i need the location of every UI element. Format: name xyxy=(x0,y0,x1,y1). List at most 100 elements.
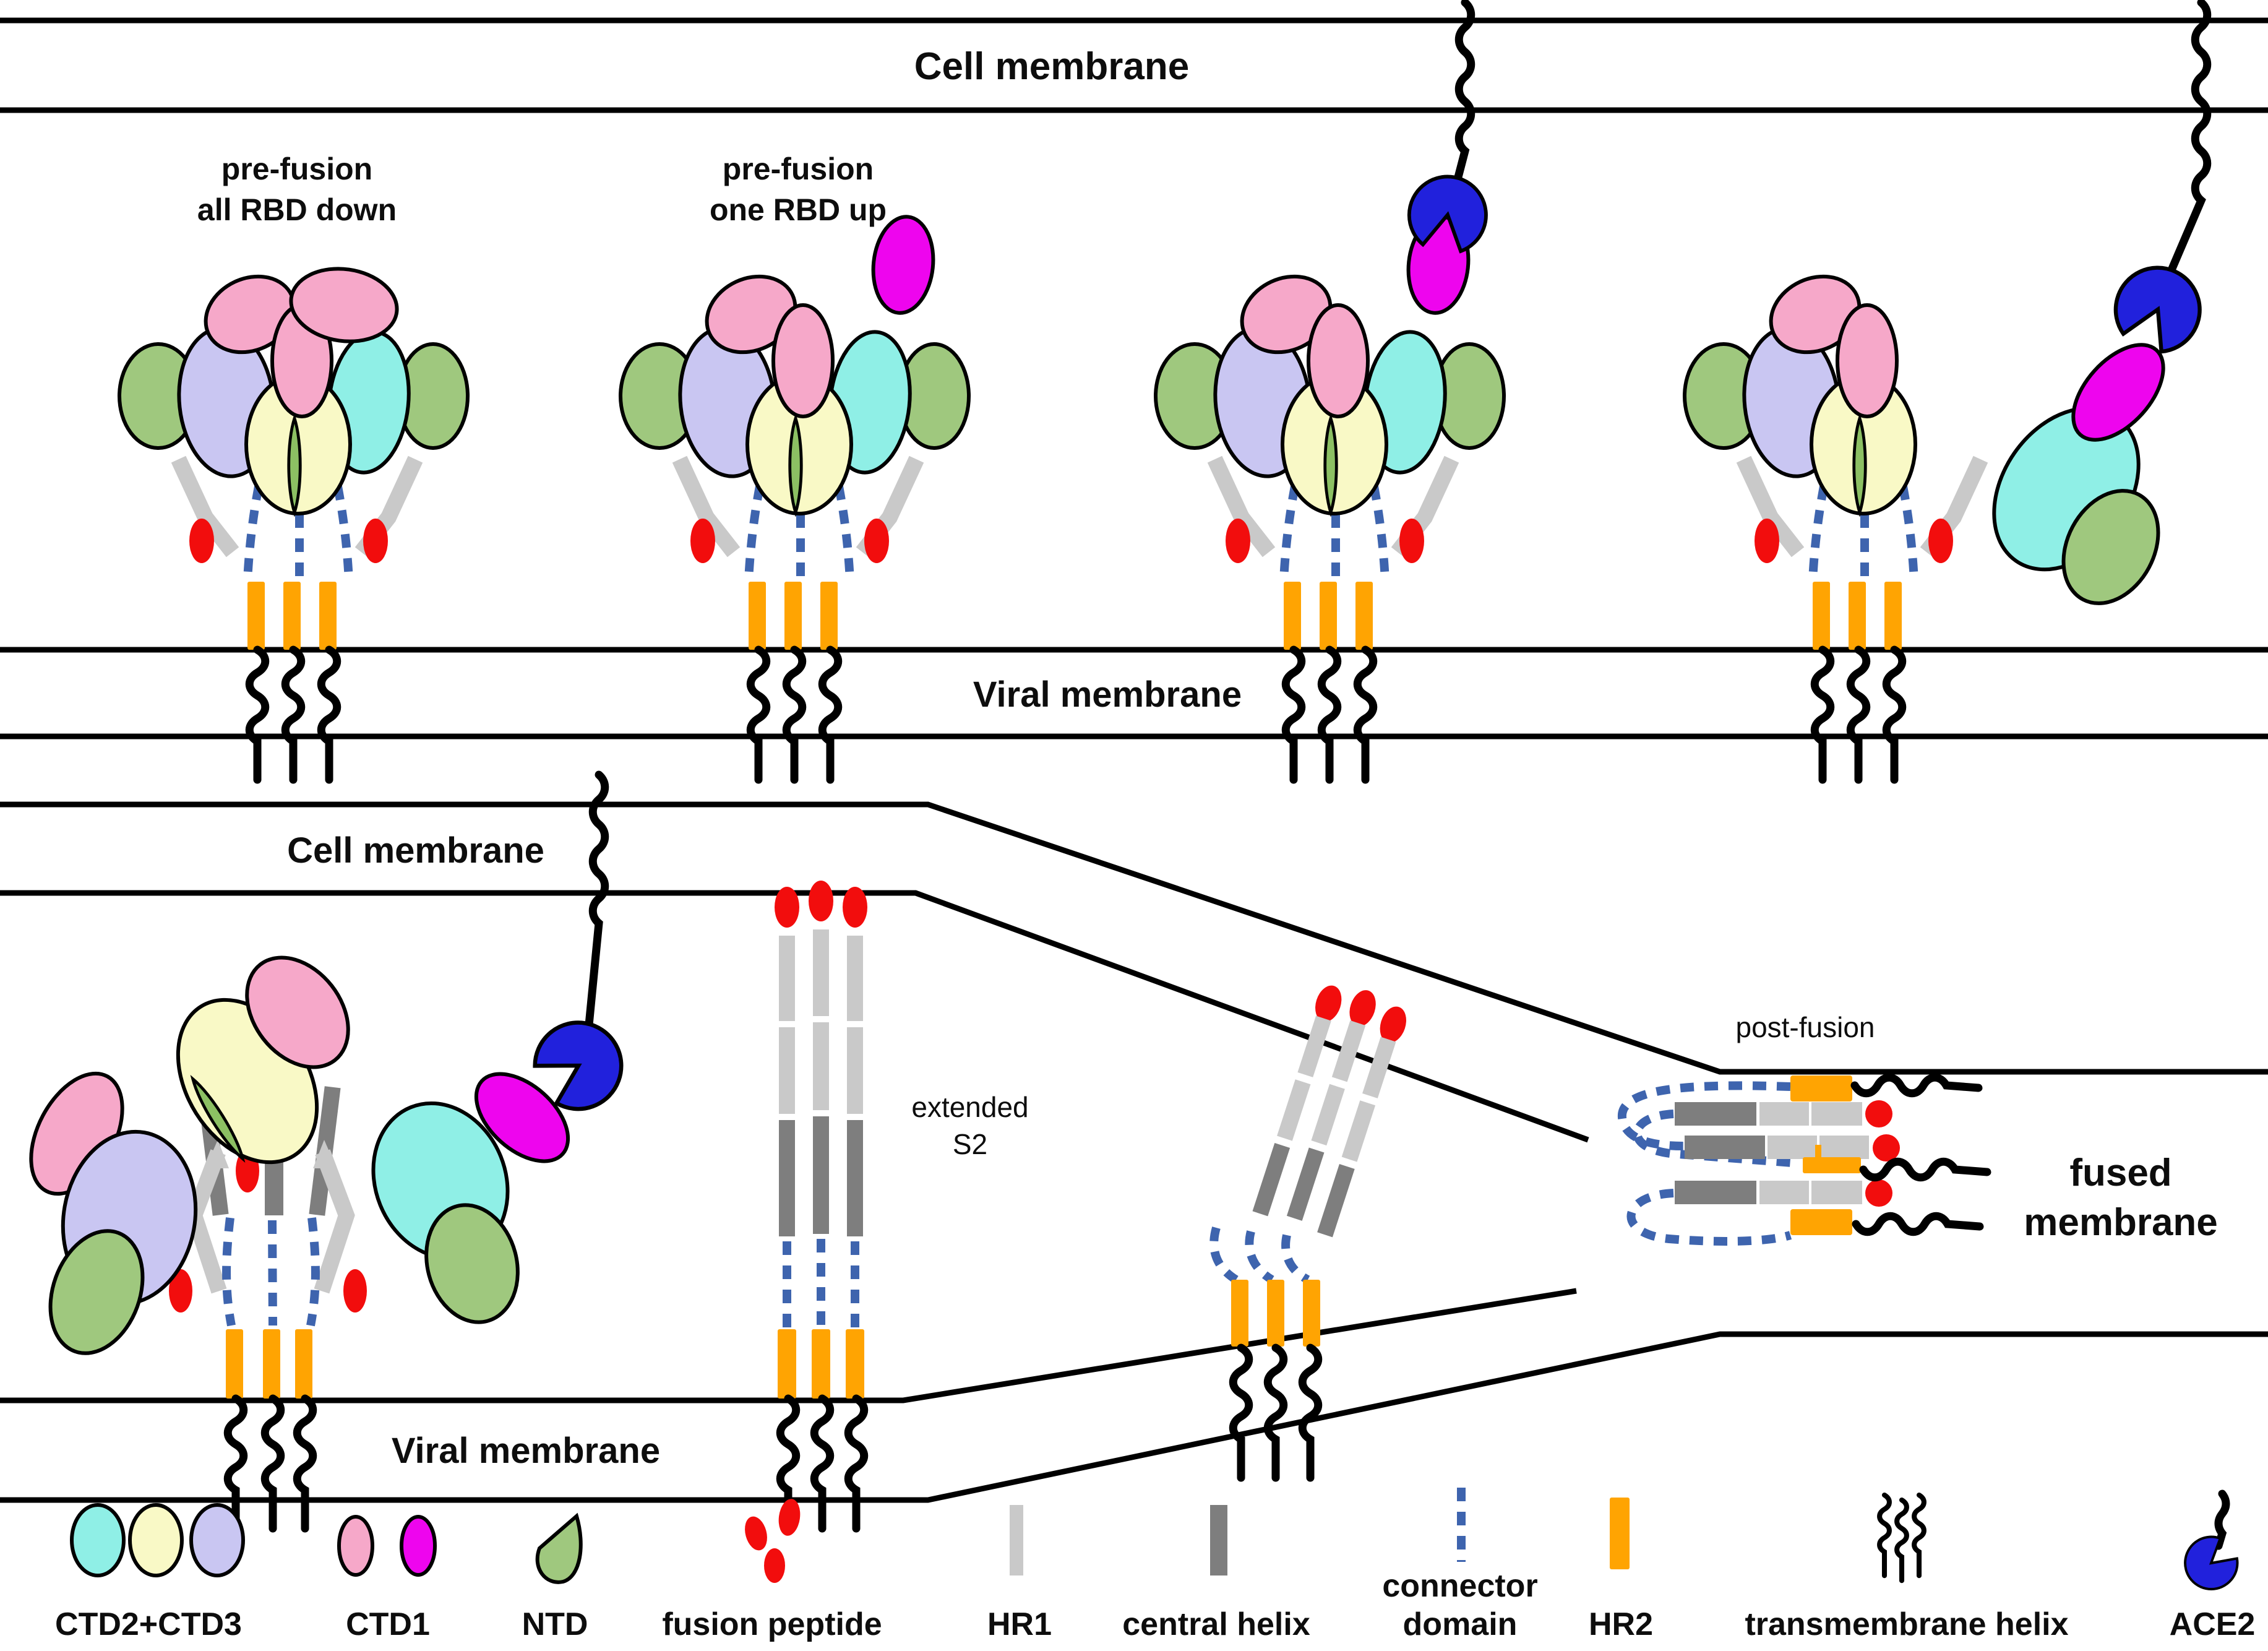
ace2-icon xyxy=(2104,254,2213,360)
hr2-bar xyxy=(1790,1076,1852,1101)
extended-s2-label-line2: S2 xyxy=(953,1128,987,1160)
fusion-peptide-icon xyxy=(1380,1006,1406,1043)
ctd1-up-icon xyxy=(400,1515,437,1577)
shed-s1-fragments xyxy=(29,770,637,1355)
arrowhead-left-icon xyxy=(205,1140,229,1168)
legend-central-helix-label: central helix xyxy=(1122,1606,1310,1642)
spike-prefusion-all-rbd-down xyxy=(119,262,468,780)
legend-central-helix: central helix xyxy=(1122,1505,1310,1642)
legend-ntd: NTD xyxy=(522,1516,588,1642)
central-helix-icon xyxy=(1210,1505,1227,1576)
legend-ctd1: CTD1 xyxy=(337,1515,437,1642)
hr2-bar xyxy=(1803,1157,1861,1173)
bottom-viral-membrane-outer-line xyxy=(0,1331,2268,1503)
top-cell-membrane-label: Cell membrane xyxy=(914,45,1190,88)
hr2-nub-icon xyxy=(1815,1145,1821,1158)
rbd-up-magenta xyxy=(869,213,938,316)
connector-domain xyxy=(222,1217,236,1327)
legend-transmembrane-helix: transmembrane helix xyxy=(1745,1495,2069,1642)
top-viral-membrane-label: Viral membrane xyxy=(973,675,1242,715)
rbd-down-center xyxy=(1837,305,1897,416)
legend-hr1-label: HR1 xyxy=(987,1606,1052,1642)
hr1-icon xyxy=(1010,1505,1023,1576)
top-cell-membrane xyxy=(0,17,2268,113)
fusion-peptide-icon xyxy=(1315,985,1342,1022)
central-helix-bars xyxy=(1252,1142,1355,1238)
arrowhead-right-icon xyxy=(313,1140,337,1168)
legend-ctd1-label: CTD1 xyxy=(346,1606,430,1642)
transmembrane-helix-icon xyxy=(1879,1495,1924,1580)
ace2-transmembrane-tether-icon xyxy=(1453,0,1475,184)
hairpin-rod xyxy=(1685,1134,1900,1162)
hr1-bars xyxy=(779,929,863,1114)
legend-ctd23-label: CTD2+CTD3 xyxy=(55,1606,242,1642)
fusion-peptide-icon xyxy=(1349,990,1376,1027)
ntd-rotated xyxy=(2061,489,2160,605)
transmembrane-helices xyxy=(1233,1348,1318,1478)
legend-ace2: ACE2 xyxy=(2170,1489,2256,1642)
spike-s1-opening xyxy=(1685,262,1977,780)
hr2-bars xyxy=(778,1329,864,1399)
legend-hr2: HR2 xyxy=(1589,1498,1653,1642)
legend: CTD2+CTD3 CTD1 NTD fusion peptide HR1 ce… xyxy=(55,1488,2255,1642)
post-fusion-label: post-fusion xyxy=(1735,1011,1875,1043)
legend-hr1: HR1 xyxy=(987,1505,1052,1642)
hr2-bar xyxy=(1790,1209,1852,1235)
fusion-peptide-icon xyxy=(778,1499,801,1536)
fusion-peptide-icon xyxy=(1865,1179,1892,1207)
legend-ace2-label: ACE2 xyxy=(2170,1606,2256,1642)
rbd-up-magenta xyxy=(2071,343,2165,442)
hr2-bar xyxy=(226,1329,243,1399)
ctd3-yellow-icon xyxy=(128,1503,184,1577)
ace2-transmembrane-tether-icon xyxy=(585,770,609,1029)
legend-transmembrane-label: transmembrane helix xyxy=(1745,1606,2068,1642)
connector-domain xyxy=(268,1220,277,1326)
fusion-peptide-icon xyxy=(809,881,833,921)
connector-domains xyxy=(783,1239,859,1328)
hr2-bars xyxy=(1231,1280,1320,1347)
ace2-transmembrane-tether-icon xyxy=(2164,0,2212,282)
fusion-peptide-icon xyxy=(169,1269,192,1313)
fusion-peptide-icon xyxy=(764,1548,785,1583)
shed-rbd-magenta xyxy=(474,1072,570,1163)
rbd-down-center xyxy=(1308,305,1368,416)
hairpin-rod xyxy=(1675,1179,1892,1207)
legend-ntd-label: NTD xyxy=(522,1606,588,1642)
ntd-icon xyxy=(538,1516,581,1582)
post-fusion-s2 xyxy=(1617,1076,1987,1246)
ctd-lavender-icon xyxy=(189,1503,245,1577)
fused-membrane-label-line2: membrane xyxy=(2024,1201,2218,1244)
legend-fusion-peptide: fusion peptide xyxy=(662,1499,882,1642)
shed-rbd-pink xyxy=(245,955,350,1069)
legend-hr2-label: HR2 xyxy=(1589,1606,1653,1642)
hr2-bar xyxy=(295,1329,312,1399)
refolding-arrow-left xyxy=(186,1149,227,1294)
extended-s2-label-line1: extended xyxy=(911,1091,1028,1123)
bottom-viral-membrane-inner-line xyxy=(0,1288,1577,1403)
state2-label-line1: pre-fusion xyxy=(723,152,874,186)
hr2-bar xyxy=(263,1329,280,1399)
connector-domain xyxy=(306,1217,320,1327)
state2-label-line2: one RBD up xyxy=(710,192,887,227)
connector-domain-loops xyxy=(1617,1081,1801,1246)
ace2-receptor-bound xyxy=(1404,0,1492,254)
s1-fragment-with-ace2 xyxy=(1992,0,2214,605)
shed-ntd xyxy=(48,1229,145,1355)
fused-membrane-label-line1: fused xyxy=(2069,1152,2171,1194)
ace2-icon xyxy=(2173,1527,2247,1601)
legend-ctd23: CTD2+CTD3 xyxy=(55,1503,245,1642)
legend-connector-domain: connector domain xyxy=(1382,1488,1538,1642)
fusion-peptide-icon xyxy=(745,1516,767,1551)
extended-s2 xyxy=(775,881,867,1528)
state1-label-line2: all RBD down xyxy=(197,192,397,227)
bottom-cell-membrane-inner-line xyxy=(0,890,1589,1143)
fusion-peptide-icon xyxy=(1865,1100,1892,1127)
legend-connector-label-line1: connector xyxy=(1382,1568,1537,1604)
ctd2-cyan-icon xyxy=(70,1503,126,1577)
fusion-peptide-icon xyxy=(775,887,799,928)
connector-domains xyxy=(1209,1226,1310,1284)
legend-connector-label-line2: domain xyxy=(1403,1606,1518,1642)
fusion-intermediate-s2 xyxy=(1209,985,1406,1478)
bottom-cell-membrane-outer-line xyxy=(0,801,2268,1075)
